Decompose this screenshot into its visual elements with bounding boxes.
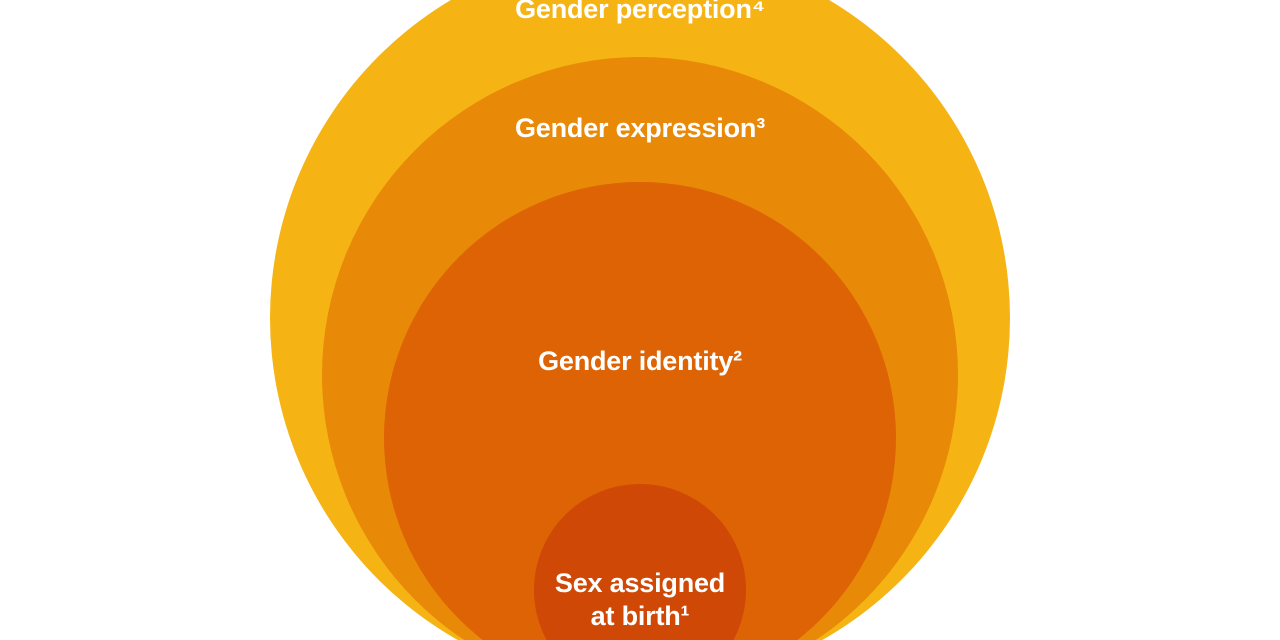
- label-sex-assigned-at-birth: Sex assigned at birth¹: [0, 567, 1280, 633]
- label-gender-perception: Gender perception⁴: [515, 0, 765, 24]
- label-sex-assigned-line2: at birth¹: [590, 601, 690, 631]
- circle-sex-assigned-at-birth: [534, 484, 746, 640]
- label-gender-identity: Gender identity²: [538, 346, 742, 376]
- label-gender-expression: Gender expression³: [515, 113, 765, 143]
- label-sex-assigned-line1: Sex assigned: [554, 568, 726, 598]
